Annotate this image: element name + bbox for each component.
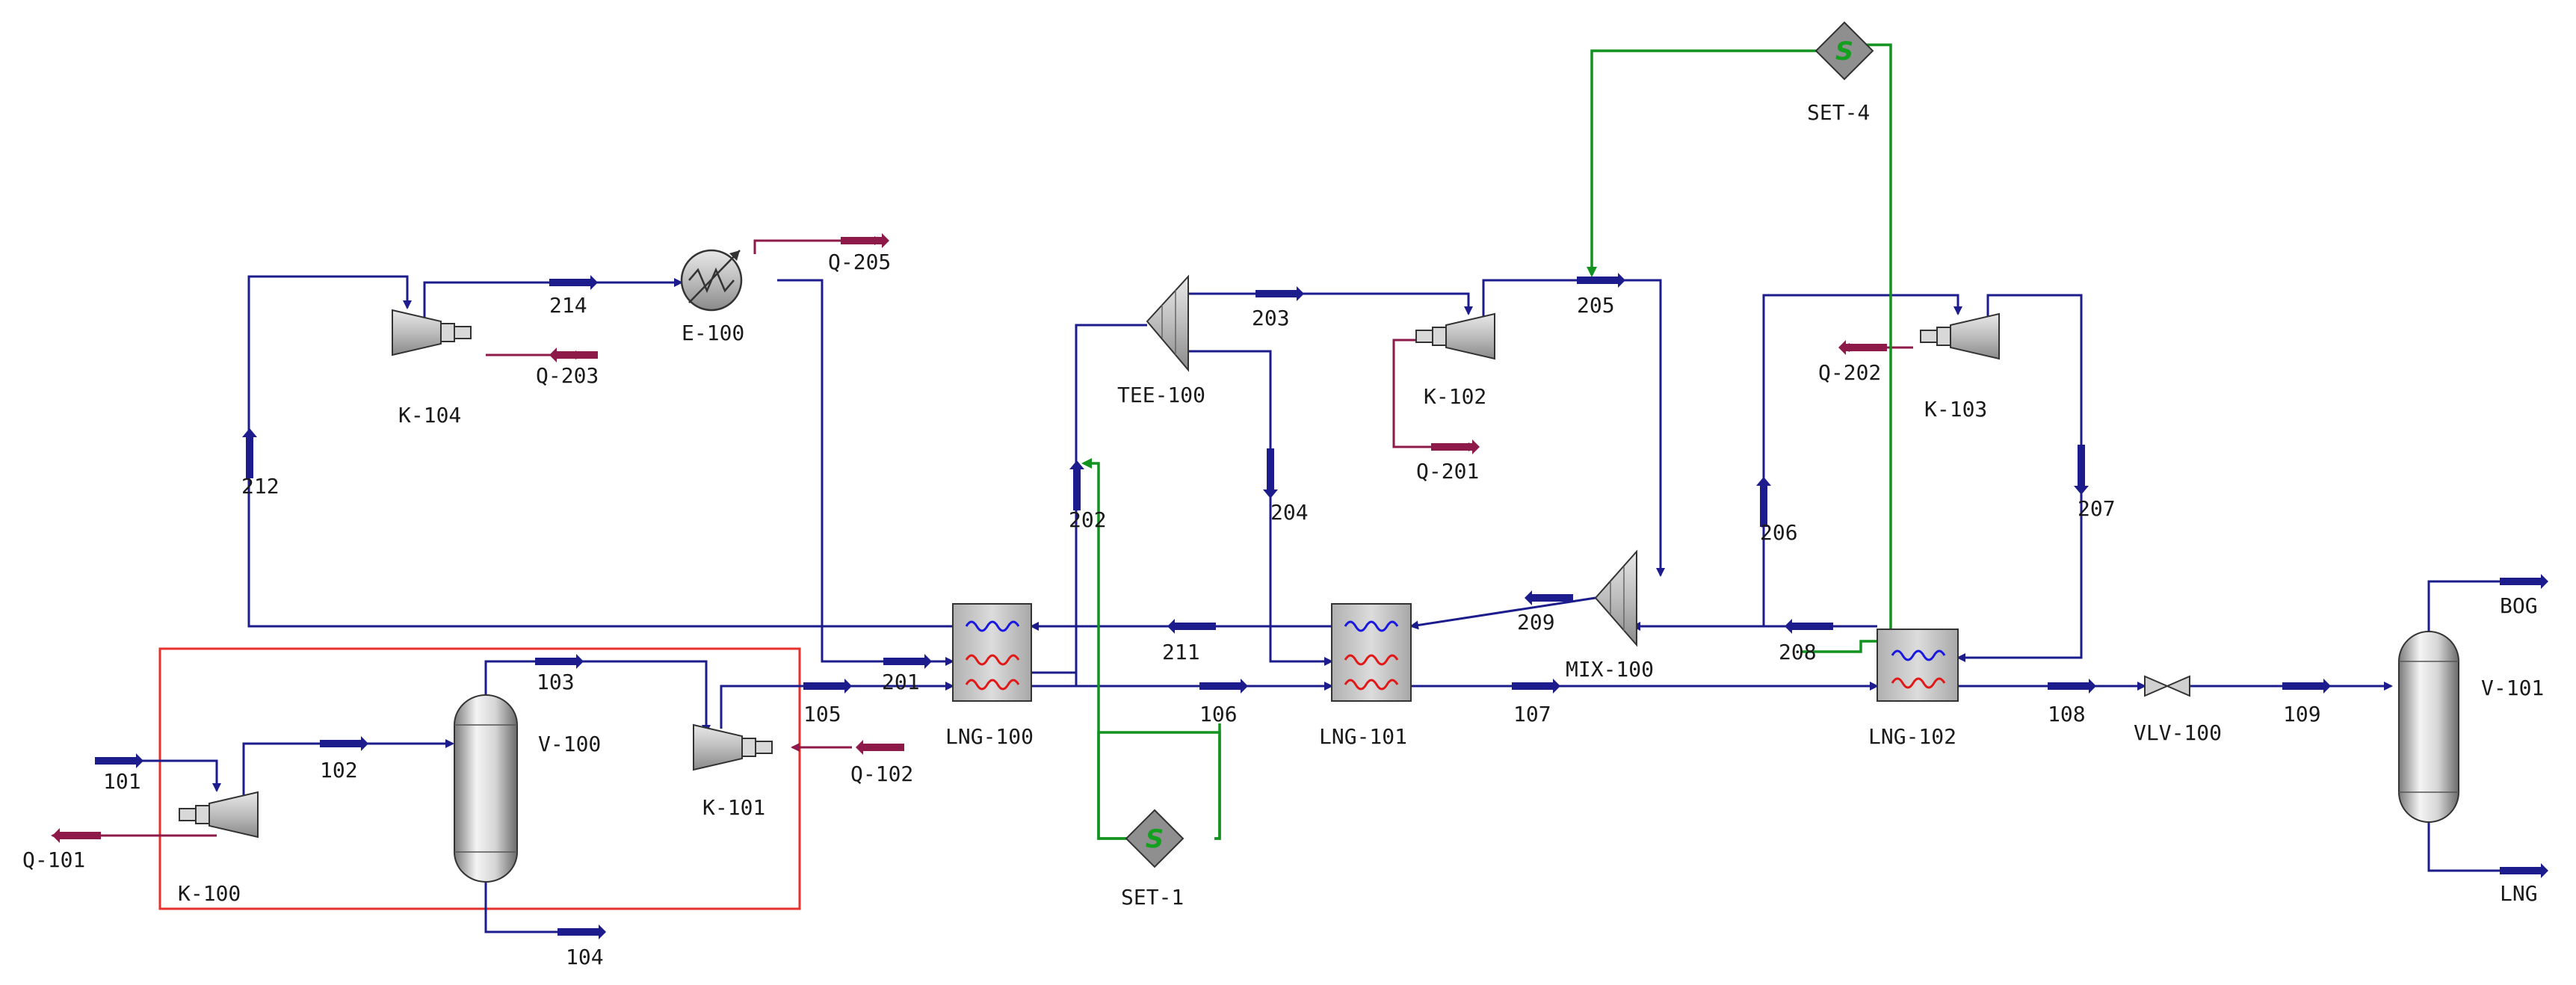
svg-text:S: S	[1835, 37, 1854, 67]
energy-label-q-203: Q-203	[536, 363, 599, 388]
energy-label-q-201: Q-201	[1416, 459, 1479, 484]
compressor-k-103-icon[interactable]	[1920, 312, 2000, 360]
stream-label-204: 204	[1270, 500, 1309, 525]
unit-label-v-100: V-100	[538, 732, 601, 756]
stream-label-211: 211	[1162, 640, 1200, 664]
compressor-k-102-icon[interactable]	[1415, 312, 1495, 360]
tee-tee-100-icon[interactable]	[1146, 274, 1189, 372]
heat-exchanger-lng-102-icon[interactable]	[1877, 629, 1959, 702]
stream-label-203: 203	[1252, 306, 1290, 330]
stream-label-207: 207	[2078, 496, 2116, 521]
stream-label-208: 208	[1779, 640, 1817, 664]
unit-label-mix-100: MIX-100	[1566, 657, 1654, 682]
highlight-box	[158, 647, 801, 910]
stream-label-108: 108	[2048, 702, 2086, 726]
stream-label-101: 101	[103, 769, 141, 794]
unit-label-k-103: K-103	[1924, 397, 1987, 422]
stream-label-109: 109	[2283, 702, 2321, 726]
mixer-mix-100-icon[interactable]	[1594, 549, 1637, 647]
stream-label-104: 104	[566, 945, 604, 969]
unit-label-vlv-100: VLV-100	[2134, 720, 2222, 745]
energy-label-q-101: Q-101	[22, 847, 85, 872]
stream-label-105: 105	[803, 702, 841, 726]
stream-label-103: 103	[537, 670, 575, 694]
stream-label-214: 214	[549, 293, 587, 318]
unit-label-k-101: K-101	[702, 795, 765, 820]
unit-label-lng-102: LNG-102	[1868, 724, 1956, 749]
compressor-k-100-icon[interactable]	[179, 791, 259, 839]
unit-labels: K-100 V-100 K-101 LNG-100 LNG-101 LNG-10…	[178, 100, 2544, 910]
compressor-k-104-icon[interactable]	[392, 309, 472, 356]
separator-v-101-icon[interactable]	[2398, 631, 2459, 823]
energy-label-q-102: Q-102	[850, 762, 913, 786]
stream-label-209: 209	[1517, 610, 1555, 634]
separator-v-100-icon[interactable]	[454, 694, 518, 883]
stream-label-202: 202	[1069, 507, 1107, 532]
logic-signal-lines	[1081, 43, 1892, 840]
compressor-k-101-icon[interactable]	[693, 723, 773, 771]
unit-label-lng-100: LNG-100	[945, 724, 1034, 749]
set-set-4-icon[interactable]: S	[1814, 21, 1874, 81]
energy-direction-markers	[52, 233, 1887, 843]
stream-label-bog: BOG	[2500, 593, 2538, 618]
stream-direction-markers	[95, 273, 2548, 939]
unit-label-v-101: V-101	[2481, 676, 2544, 700]
unit-label-k-102: K-102	[1424, 384, 1486, 409]
unit-label-k-104: K-104	[398, 403, 461, 427]
stream-labels: 101 102 103 104 105 106 107 108 109 BOG …	[103, 293, 2538, 969]
unit-label-k-100: K-100	[178, 881, 241, 906]
stream-label-107: 107	[1513, 702, 1551, 726]
unit-label-tee-100: TEE-100	[1117, 383, 1205, 407]
svg-text:S: S	[1146, 824, 1164, 854]
unit-label-lng-101: LNG-101	[1319, 724, 1407, 749]
cooler-e-100-icon[interactable]	[680, 249, 743, 312]
stream-label-212: 212	[241, 474, 279, 498]
set-set-1-icon[interactable]: S	[1125, 809, 1184, 868]
unit-label-set-1: SET-1	[1121, 885, 1184, 910]
stream-label-102: 102	[320, 758, 358, 782]
stream-label-206: 206	[1760, 520, 1798, 545]
unit-label-set-4: SET-4	[1807, 100, 1870, 125]
unit-label-e-100: E-100	[682, 321, 744, 345]
stream-label-205: 205	[1577, 293, 1615, 318]
stream-label-106: 106	[1199, 702, 1238, 726]
heat-exchanger-lng-100-icon[interactable]	[952, 603, 1032, 702]
stream-label-lng: LNG	[2500, 881, 2538, 906]
stream-label-201: 201	[882, 670, 920, 694]
energy-label-q-202: Q-202	[1818, 360, 1881, 385]
heat-exchanger-lng-101-icon[interactable]	[1331, 603, 1412, 702]
energy-labels: Q-101 Q-102 Q-201 Q-202 Q-203 Q-205	[22, 250, 1881, 872]
valve-vlv-100-icon[interactable]	[2144, 675, 2190, 697]
energy-label-q-205: Q-205	[828, 250, 891, 274]
